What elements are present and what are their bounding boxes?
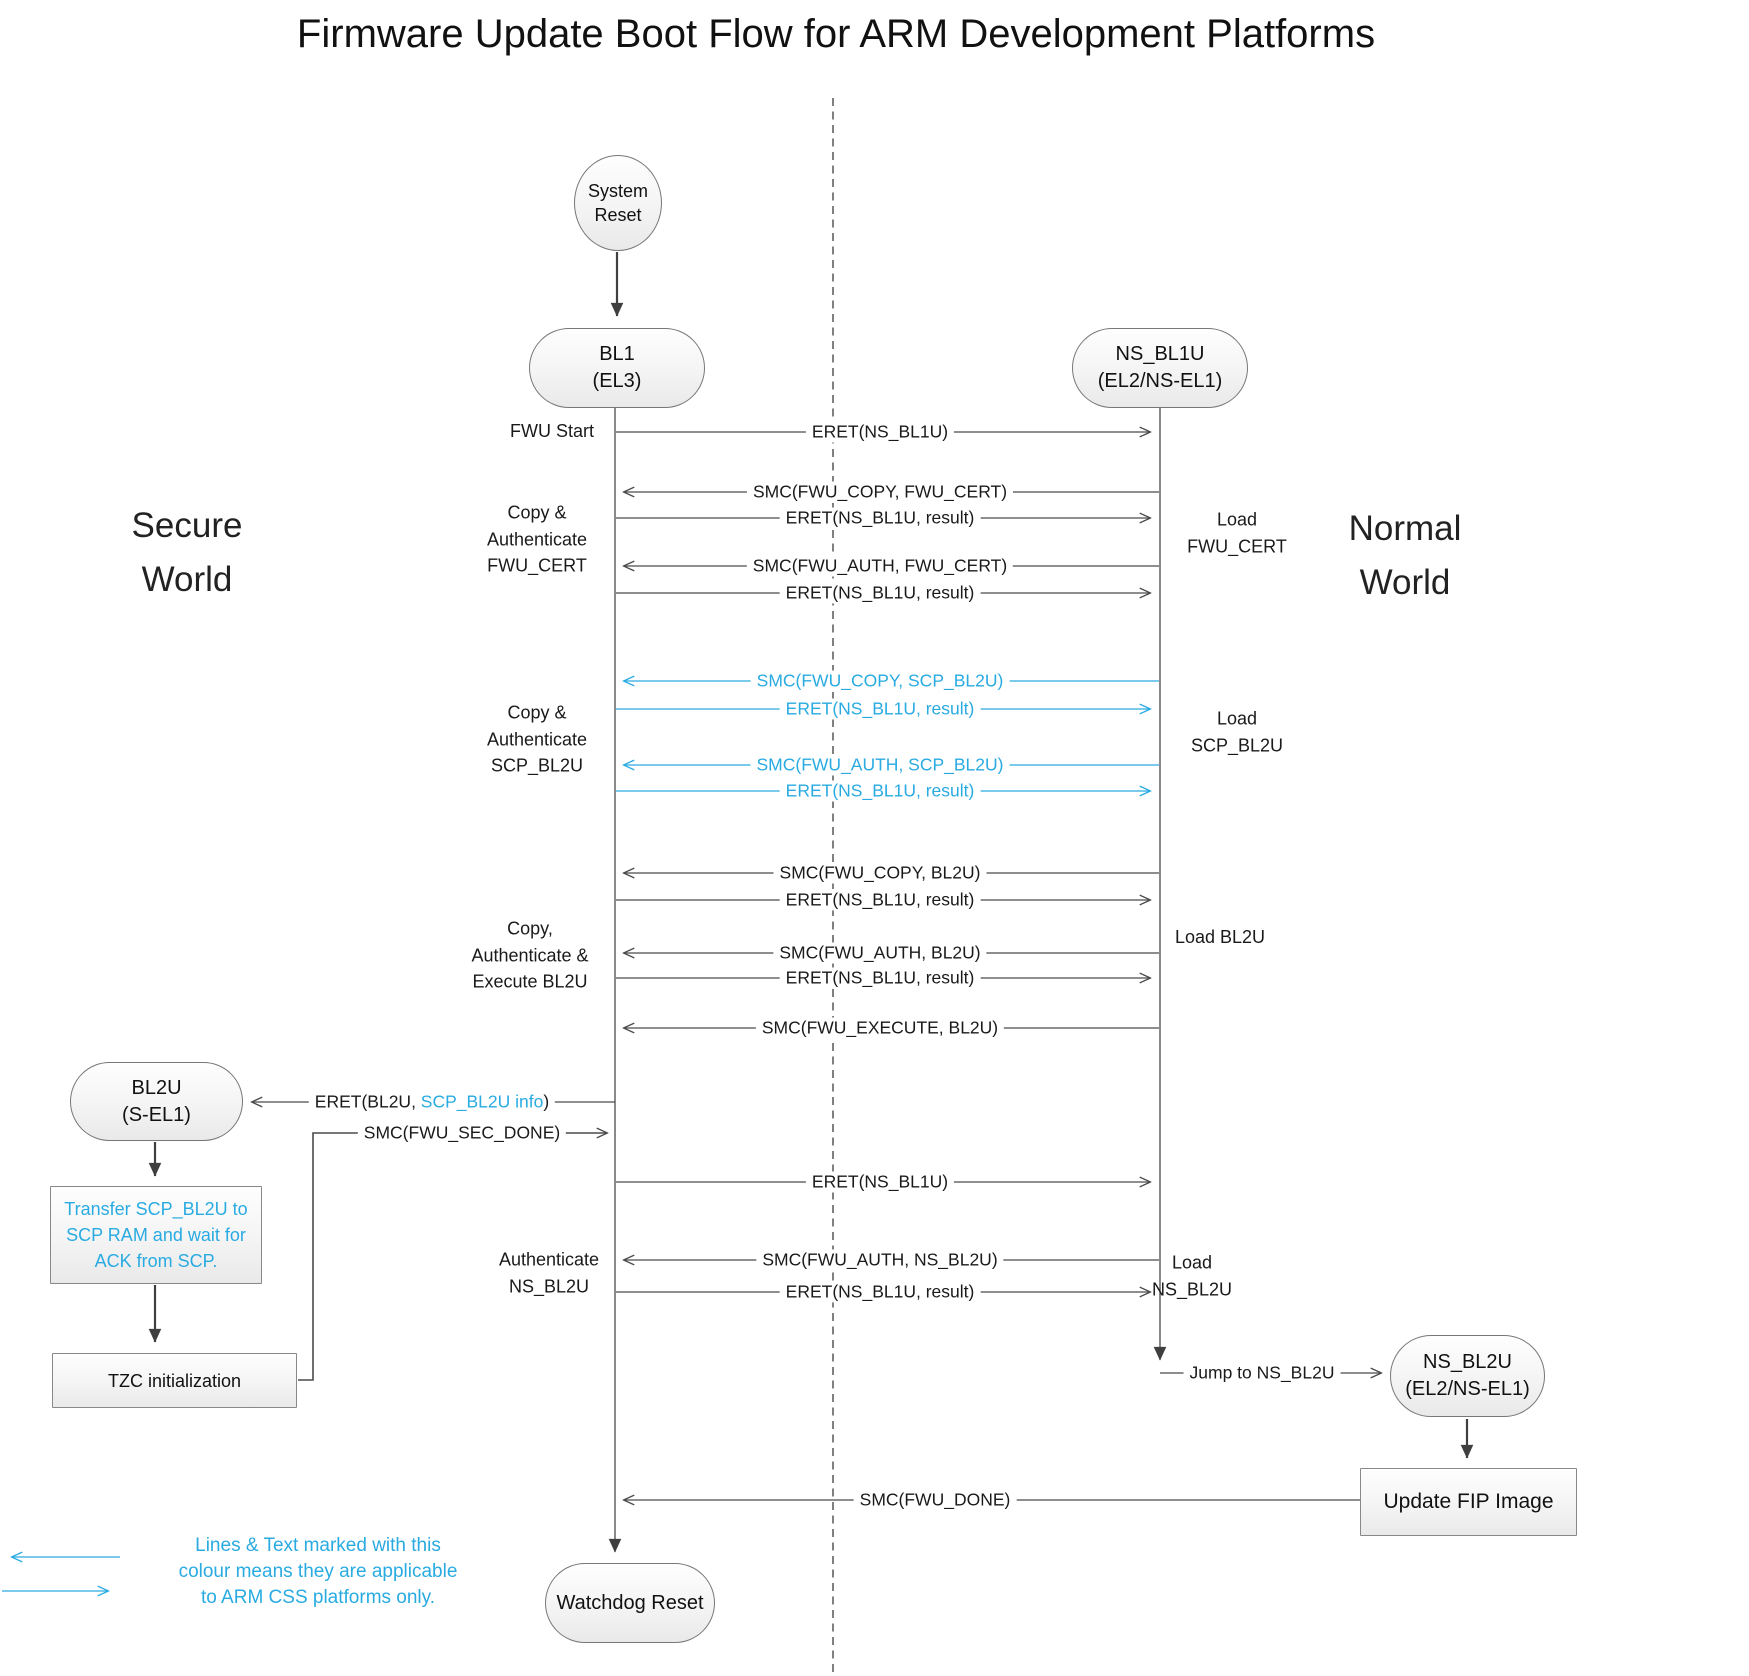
node-bl1: BL1 (EL3)	[529, 328, 705, 408]
phase-copy-auth-fwu-cert-line3: FWU_CERT	[487, 555, 587, 576]
node-watchdog-label: Watchdog Reset	[556, 1591, 704, 1614]
msg-label-smc-copy-scpbl2u: SMC(FWU_COPY, SCP_BL2U)	[750, 670, 1010, 692]
legend-line3: to ARM CSS platforms only.	[200, 1587, 436, 1608]
phase-load-fwu-cert-line1: Load	[1216, 509, 1258, 530]
msg-label-eret-result-4: ERET(NS_BL1U, result)	[779, 780, 981, 802]
node-system-reset-line2: Reset	[594, 205, 642, 225]
msg-eret-bl2u-highlight: SCP_BL2U info	[420, 1091, 544, 1112]
box-transfer-line2: SCP RAM and wait for	[66, 1225, 246, 1245]
box-update-fip-image: Update FIP Image	[1360, 1468, 1577, 1536]
node-ns-bl1u: NS_BL1U (EL2/NS-EL1)	[1072, 328, 1248, 408]
node-bl2u-line2: (S-EL1)	[122, 1103, 191, 1126]
node-bl2u: BL2U (S-EL1)	[70, 1062, 243, 1141]
msg-label-eret-result-6: ERET(NS_BL1U, result)	[779, 967, 981, 989]
msg-label-smc-copy-bl2u: SMC(FWU_COPY, BL2U)	[773, 862, 987, 884]
phase-load-ns-bl2u-line1: Load	[1171, 1252, 1213, 1273]
box-transfer-line3: ACK from SCP.	[94, 1251, 218, 1271]
msg-label-smc-copy-fwucert: SMC(FWU_COPY, FWU_CERT)	[746, 481, 1014, 503]
node-system-reset-line1: System	[587, 181, 648, 201]
box-transfer-scp-bl2u: Transfer SCP_BL2U to SCP RAM and wait fo…	[50, 1186, 262, 1284]
phase-copy-auth-scp-bl2u: Copy & Authenticate SCP_BL2U	[487, 699, 587, 779]
secure-world-label: Secure World	[132, 499, 243, 607]
normal-world-label: Normal World	[1349, 502, 1462, 610]
msg-label-jump-to-nsbl2u: Jump to NS_BL2U	[1183, 1362, 1341, 1384]
msg-label-smc-auth-bl2u: SMC(FWU_AUTH, BL2U)	[773, 942, 987, 964]
phase-copy-auth-scp-line3: SCP_BL2U	[490, 755, 584, 776]
phase-copy-auth-exec-line2: Authenticate &	[471, 944, 589, 965]
box-transfer-line1: Transfer SCP_BL2U to	[64, 1199, 248, 1219]
phase-auth-ns-bl2u-line2: NS_BL2U	[508, 1276, 590, 1296]
phase-copy-auth-exec-line1: Copy,	[507, 918, 553, 939]
node-ns-bl2u-line2: (EL2/NS-EL1)	[1405, 1378, 1530, 1400]
secure-world-line2: World	[141, 560, 233, 599]
msg-label-smc-sec-done: SMC(FWU_SEC_DONE)	[357, 1122, 567, 1144]
msg-label-eret-result-1: ERET(NS_BL1U, result)	[779, 507, 981, 529]
phase-copy-auth-fwu-cert-line2: Authenticate	[486, 528, 588, 549]
msg-label-smc-auth-nsbl2u: SMC(FWU_AUTH, NS_BL2U)	[756, 1249, 1004, 1271]
phase-auth-ns-bl2u-line1: Authenticate	[498, 1249, 600, 1270]
phase-load-scp-bl2u: Load SCP_BL2U	[1191, 706, 1283, 759]
phase-copy-auth-exec-bl2u: Copy, Authenticate & Execute BL2U	[471, 915, 588, 995]
phase-load-ns-bl2u-line2: NS_BL2U	[1151, 1279, 1233, 1299]
msg-label-smc-execute-bl2u: SMC(FWU_EXECUTE, BL2U)	[755, 1017, 1005, 1039]
msg-label-smc-auth-scpbl2u: SMC(FWU_AUTH, SCP_BL2U)	[750, 754, 1010, 776]
node-ns-bl1u-line1: NS_BL1U	[1115, 343, 1205, 365]
msg-label-eret-result-3: ERET(NS_BL1U, result)	[779, 698, 981, 720]
phase-load-scp-bl2u-line1: Load	[1216, 708, 1258, 729]
msg-label-smc-fwu-done: SMC(FWU_DONE)	[853, 1489, 1017, 1511]
node-ns-bl2u: NS_BL2U (EL2/NS-EL1)	[1390, 1335, 1545, 1417]
node-bl2u-line1: BL2U	[131, 1076, 182, 1099]
phase-fwu-start: FWU Start	[510, 420, 594, 441]
phase-load-ns-bl2u: Load NS_BL2U	[1152, 1250, 1232, 1303]
phase-copy-auth-exec-line3: Execute BL2U	[472, 971, 588, 992]
phase-load-scp-bl2u-line2: SCP_BL2U	[1190, 735, 1284, 755]
phase-load-fwu-cert-line2: FWU_CERT	[1187, 536, 1287, 556]
phase-copy-auth-scp-line2: Authenticate	[486, 728, 588, 749]
legend-line1: Lines & Text marked with this	[195, 1535, 441, 1556]
secure-world-line1: Secure	[131, 506, 243, 545]
msg-label-eret-result-2: ERET(NS_BL1U, result)	[779, 582, 981, 604]
legend-line2: colour means they are applicable	[178, 1561, 458, 1582]
phase-load-fwu-cert: Load FWU_CERT	[1187, 507, 1287, 560]
node-ns-bl1u-line2: (EL2/NS-EL1)	[1097, 370, 1223, 392]
msg-label-eret-bl2u-scpinfo: ERET(BL2U, SCP_BL2U info)	[308, 1091, 556, 1113]
node-watchdog-reset: Watchdog Reset	[545, 1563, 715, 1643]
box-tzc-initialization: TZC initialization	[52, 1353, 297, 1408]
box-tzc-label: TZC initialization	[107, 1370, 242, 1391]
node-system-reset: System Reset	[574, 155, 662, 251]
msg-label-eret-result-7: ERET(NS_BL1U, result)	[779, 1281, 981, 1303]
phase-auth-ns-bl2u: Authenticate NS_BL2U	[499, 1247, 599, 1300]
normal-world-line1: Normal	[1348, 509, 1462, 548]
normal-world-line2: World	[1359, 563, 1451, 602]
node-bl1-line1: BL1	[599, 343, 635, 365]
msg-label-eret-nsbl1u: ERET(NS_BL1U)	[805, 421, 955, 443]
msg-label-eret-nsbl1u-2: ERET(NS_BL1U)	[805, 1171, 955, 1193]
phase-load-bl2u: Load BL2U	[1174, 926, 1266, 947]
page-title: Firmware Update Boot Flow for ARM Develo…	[296, 12, 1376, 56]
legend-note: Lines & Text marked with this colour mea…	[179, 1533, 458, 1611]
msg-eret-bl2u-post: )	[543, 1091, 550, 1112]
msg-eret-bl2u-pre: ERET(BL2U,	[314, 1091, 421, 1112]
box-update-fip-label: Update FIP Image	[1383, 1490, 1554, 1513]
phase-copy-auth-fwu-cert: Copy & Authenticate FWU_CERT	[487, 499, 587, 579]
msg-label-eret-result-5: ERET(NS_BL1U, result)	[779, 889, 981, 911]
node-ns-bl2u-line1: NS_BL2U	[1423, 1351, 1512, 1373]
msg-label-smc-auth-fwucert: SMC(FWU_AUTH, FWU_CERT)	[746, 555, 1014, 577]
node-bl1-line2: (EL3)	[592, 370, 642, 392]
phase-copy-auth-fwu-cert-line1: Copy &	[507, 502, 567, 523]
phase-copy-auth-scp-line1: Copy &	[507, 702, 567, 723]
